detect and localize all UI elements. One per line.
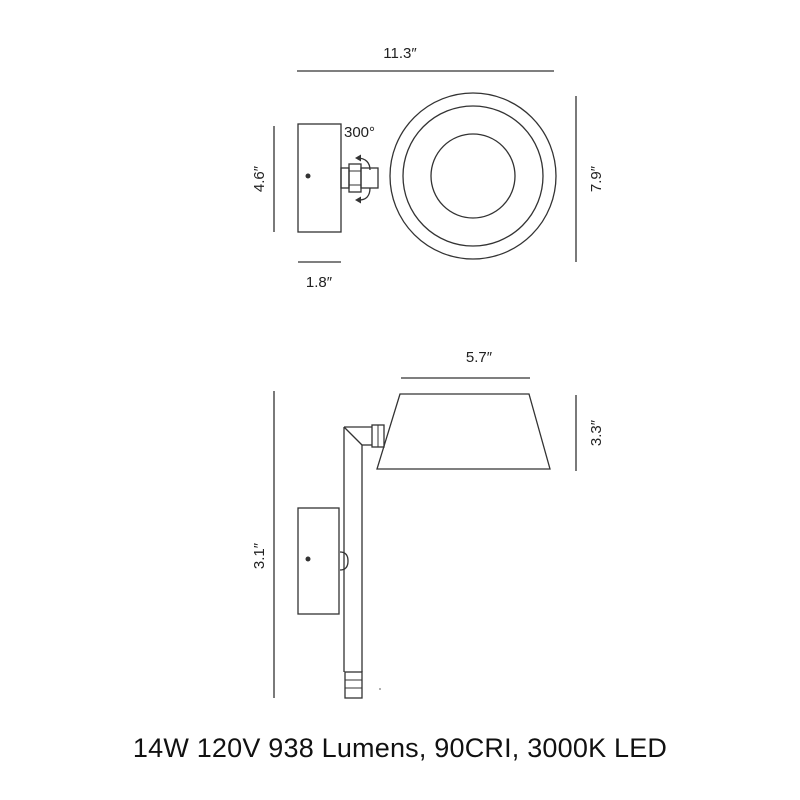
swivel-arm-stub [360, 167, 379, 189]
stem-end-cap [344, 671, 363, 699]
side-view: 5.7″ 3.3″ 3.1″ [251, 349, 605, 699]
mount-screw-side [305, 556, 311, 562]
shade-outer-ring [389, 92, 557, 260]
shade-side [376, 393, 551, 470]
shade-inner-ring [402, 105, 544, 247]
overall-height-label: 3.1″ [251, 542, 268, 569]
swivel-joint [340, 167, 350, 189]
swivel-joint-collar [348, 163, 362, 193]
mount-screw [305, 173, 311, 179]
front-view: 11.3″ 4.6″ 1.8″ 300° 7.9″ [251, 45, 605, 291]
width-label: 11.3″ [383, 45, 417, 62]
rotation-arrow-icon [355, 154, 371, 204]
mount-depth-label: 1.8″ [306, 274, 333, 291]
rotation-label: 300° [344, 124, 375, 141]
wall-mount-canopy [297, 123, 342, 233]
shade-height-label: 3.3″ [588, 419, 605, 446]
spec-text: 14W 120V 938 Lumens, 90CRI, 3000K LED [132, 733, 668, 763]
shade-diameter-label: 7.9″ [588, 165, 605, 192]
wall-mount-side [297, 507, 340, 615]
shade-width-label: 5.7″ [466, 349, 493, 366]
mount-height-label: 4.6″ [251, 165, 268, 192]
shade-diffuser [430, 133, 516, 219]
